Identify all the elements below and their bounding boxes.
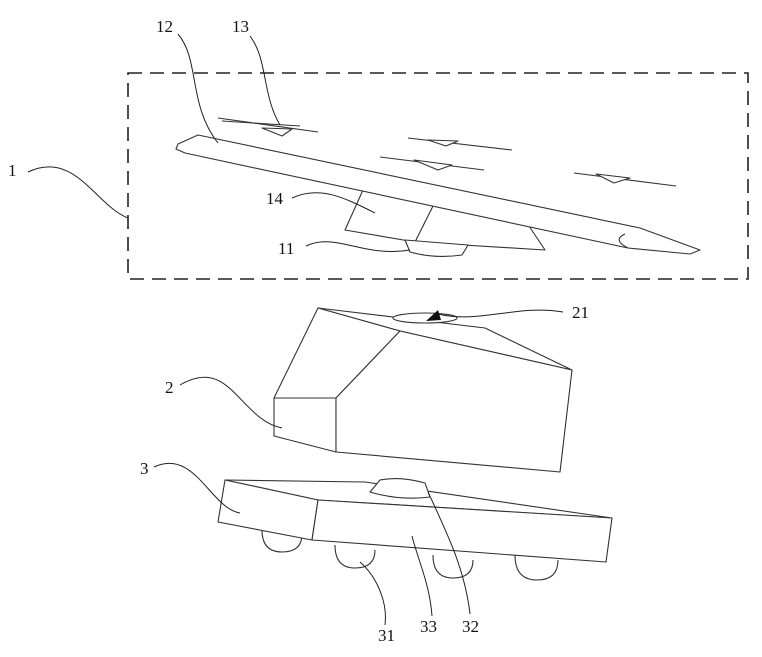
fuselage-pod-edge	[414, 199, 437, 243]
label-33: 33	[420, 617, 437, 636]
mount	[369, 477, 431, 499]
wheel-3	[432, 554, 474, 579]
label-14: 14	[266, 189, 284, 208]
label-31: 31	[378, 626, 395, 645]
wheel-4	[514, 554, 559, 581]
wheel-2	[334, 544, 376, 569]
leader-1	[27, 166, 129, 219]
dashed-boundary-box	[127, 72, 749, 280]
leader-21	[437, 309, 564, 318]
housing-block	[273, 307, 573, 473]
label-11: 11	[278, 239, 294, 258]
label-3: 3	[140, 459, 149, 478]
uav-drone	[175, 117, 701, 258]
rotor-3	[379, 156, 485, 171]
leader-31	[359, 561, 386, 626]
rotor-4	[573, 172, 677, 187]
rotor-2	[407, 137, 513, 151]
wing	[175, 134, 701, 255]
leader-2	[179, 376, 283, 429]
leader-13	[249, 35, 281, 126]
housing-side-face	[335, 330, 573, 473]
label-32: 32	[462, 617, 479, 636]
uav-body-bottom	[404, 239, 469, 258]
vehicle	[217, 477, 613, 581]
housing-front-face	[273, 397, 337, 453]
arrowhead-21	[426, 310, 441, 321]
leader-3	[153, 462, 241, 514]
docking-port-opening	[392, 312, 458, 324]
label-2: 2	[165, 378, 174, 397]
label-12: 12	[156, 17, 173, 36]
leader-14	[291, 192, 376, 214]
wing-tip-edge	[618, 233, 629, 249]
leader-12	[177, 33, 219, 144]
chassis-side-face	[311, 499, 613, 563]
label-1: 1	[8, 161, 17, 180]
leader-11	[305, 241, 411, 252]
rotor-1	[217, 117, 319, 137]
label-13: 13	[232, 17, 249, 36]
leader-32	[427, 491, 471, 615]
leader-33	[411, 535, 433, 617]
label-21: 21	[572, 303, 589, 322]
